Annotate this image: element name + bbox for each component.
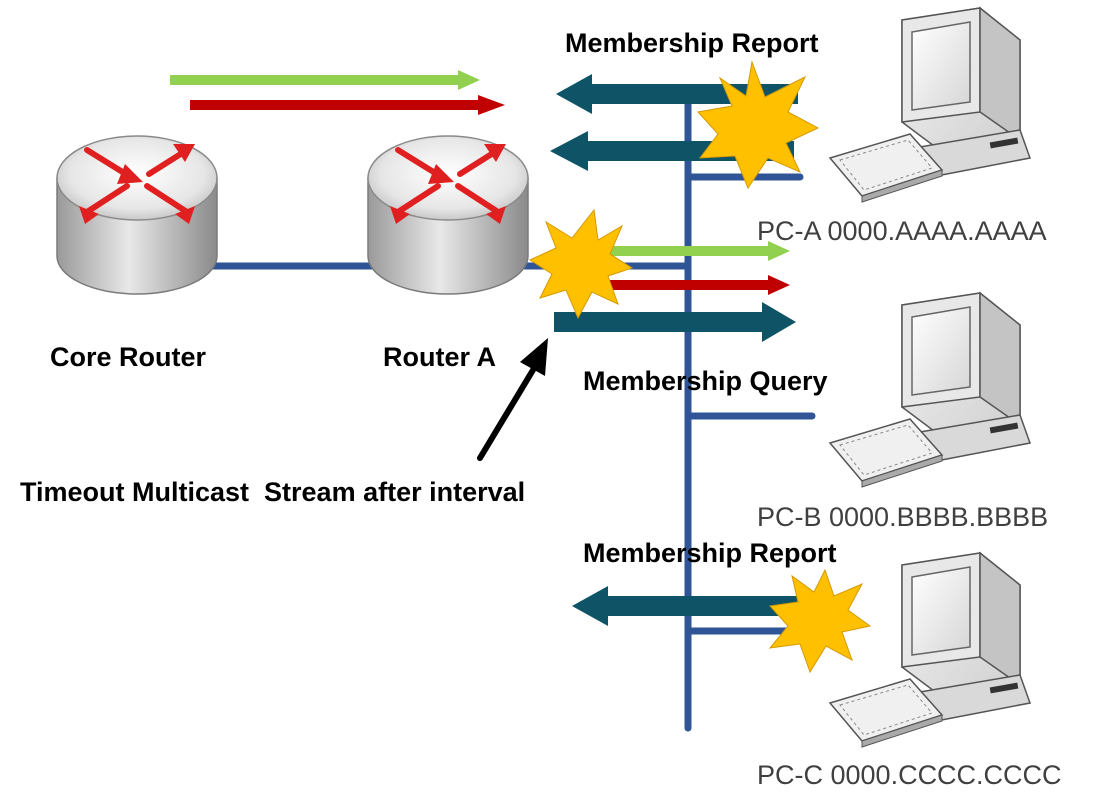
downstream-red-stream-arrow xyxy=(580,275,790,295)
burst-pc-c xyxy=(768,568,872,674)
membership-query-arrow xyxy=(554,302,796,342)
core-router-icon xyxy=(56,135,218,295)
core-router-label: Core Router xyxy=(50,342,207,372)
pc-c-icon xyxy=(828,551,1032,748)
pc-a-label: PC-A 0000.AAAA.AAAA xyxy=(757,216,1047,246)
upstream-green-stream-arrow xyxy=(170,70,480,90)
timeout-note-label: Timeout Multicast Stream after interval xyxy=(20,477,525,507)
pc-a-icon xyxy=(828,6,1032,203)
downstream-green-stream-arrow xyxy=(580,241,790,261)
upstream-red-stream-arrow xyxy=(190,95,505,115)
pc-b-icon xyxy=(828,291,1032,488)
pc-b-label: PC-B 0000.BBBB.BBBB xyxy=(757,502,1048,532)
membership-report-bottom-label: Membership Report xyxy=(583,538,837,568)
burst-pc-a xyxy=(697,60,820,190)
burst-router-a xyxy=(528,208,634,320)
router-a-icon xyxy=(367,135,529,295)
membership-report-top-label: Membership Report xyxy=(565,28,819,58)
pc-c-label: PC-C 0000.CCCC.CCCC xyxy=(757,760,1062,790)
router-a-label: Router A xyxy=(383,342,496,372)
timeout-pointer-arrow xyxy=(477,338,548,461)
membership-report-arrow-3 xyxy=(572,586,814,626)
membership-query-label: Membership Query xyxy=(583,366,828,396)
